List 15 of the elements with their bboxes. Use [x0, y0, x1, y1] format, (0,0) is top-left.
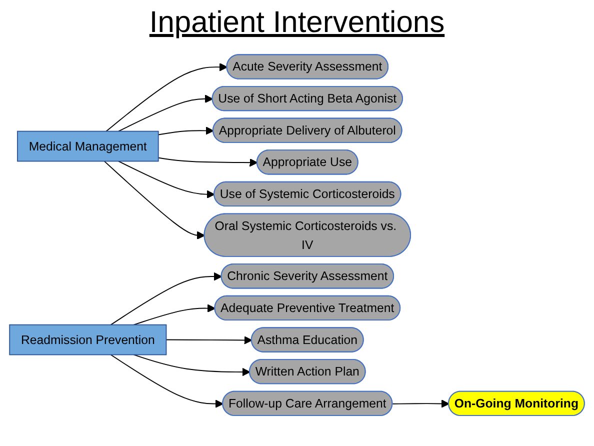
arrow	[158, 157, 258, 167]
node-box: Readmission Prevention	[9, 324, 167, 356]
arrow	[133, 354, 250, 376]
node-box: Medical Management	[17, 130, 159, 162]
arrow	[133, 304, 216, 326]
arrow	[110, 272, 222, 326]
arrow	[166, 336, 252, 344]
arrow	[158, 126, 214, 136]
arrow	[110, 354, 224, 408]
arrow	[106, 62, 228, 132]
title: Inpatient Interventions	[148, 6, 446, 40]
arrow	[392, 399, 450, 408]
arrow	[118, 94, 214, 132]
arrow	[104, 160, 206, 240]
arrow	[118, 160, 215, 198]
